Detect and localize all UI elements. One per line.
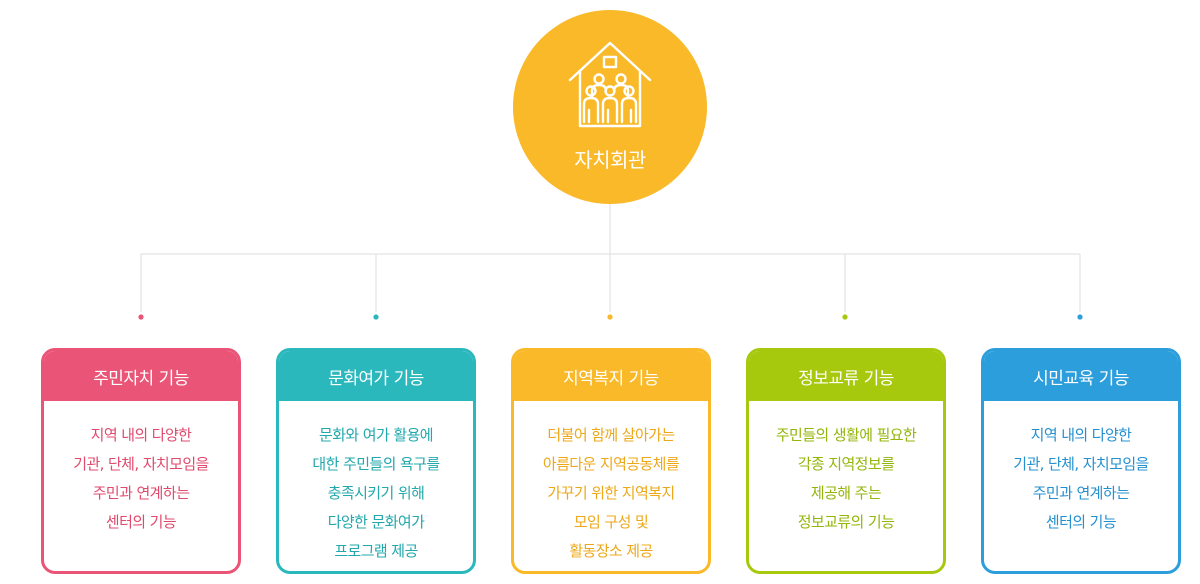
function-card-title: 정보교류 기능: [749, 351, 943, 401]
description-line: 대한 주민들의 욕구를: [312, 455, 440, 473]
description-line: 제공해 주는: [810, 484, 882, 502]
function-card-information-exchange: 정보교류 기능 주민들의 생활에 필요한 각종 지역정보를 제공해 주는 정보교…: [746, 348, 946, 574]
description-line: 충족시키기 위해: [327, 484, 425, 502]
hub-circle: 자치회관: [513, 10, 707, 204]
function-card-description: 문화와 여가 활용에 대한 주민들의 욕구를 충족시키기 위해 다양한 문화여가…: [279, 401, 473, 566]
description-line: 정보교류의 기능: [797, 513, 895, 531]
description-line: 프로그램 제공: [334, 542, 418, 560]
function-card-community-welfare: 지역복지 기능 더불어 함께 살아가는 아름다운 지역공동체를 가꾸기 위한 지…: [511, 348, 711, 574]
branch-dot: [607, 314, 613, 320]
function-card-culture-leisure: 문화여가 기능 문화와 여가 활용에 대한 주민들의 욕구를 충족시키기 위해 …: [276, 348, 476, 574]
description-line: 기관, 단체, 자치모임을: [1013, 455, 1149, 473]
description-line: 센터의 기능: [105, 513, 177, 531]
branch-dot: [373, 314, 379, 320]
function-card-description: 지역 내의 다양한 기관, 단체, 자치모임을 주민과 연계하는 센터의 기능: [984, 401, 1178, 537]
description-line: 가꾸기 위한 지역복지: [547, 484, 675, 502]
function-card-citizen-education: 시민교육 기능 지역 내의 다양한 기관, 단체, 자치모임을 주민과 연계하는…: [981, 348, 1181, 574]
function-card-description: 더불어 함께 살아가는 아름다운 지역공동체를 가꾸기 위한 지역복지 모임 구…: [514, 401, 708, 566]
house-people-icon: [568, 41, 652, 128]
function-card-title: 문화여가 기능: [279, 351, 473, 401]
description-line: 주민들의 생활에 필요한: [775, 426, 917, 444]
description-line: 센터의 기능: [1045, 513, 1117, 531]
description-line: 지역 내의 다양한: [1030, 426, 1132, 444]
function-card-description: 주민들의 생활에 필요한 각종 지역정보를 제공해 주는 정보교류의 기능: [749, 401, 943, 537]
function-card-title: 시민교육 기능: [984, 351, 1178, 401]
description-line: 지역 내의 다양한: [90, 426, 192, 444]
description-line: 다양한 문화여가: [327, 513, 425, 531]
branch-dot: [842, 314, 848, 320]
description-line: 각종 지역정보를: [797, 455, 895, 473]
description-line: 활동장소 제공: [569, 542, 653, 560]
function-card-description: 지역 내의 다양한 기관, 단체, 자치모임을 주민과 연계하는 센터의 기능: [44, 401, 238, 537]
function-card-title: 지역복지 기능: [514, 351, 708, 401]
hub-title: 자치회관: [574, 148, 646, 172]
description-line: 모임 구성 및: [573, 513, 649, 531]
description-line: 아름다운 지역공동체를: [542, 455, 680, 473]
branch-dot: [138, 314, 144, 320]
description-line: 기관, 단체, 자치모임을: [73, 455, 209, 473]
description-line: 더불어 함께 살아가는: [547, 426, 675, 444]
description-line: 문화와 여가 활용에: [319, 426, 434, 444]
branch-dot: [1077, 314, 1083, 320]
function-card-title: 주민자치 기능: [44, 351, 238, 401]
description-line: 주민과 연계하는: [92, 484, 190, 502]
function-card-resident-autonomy: 주민자치 기능 지역 내의 다양한 기관, 단체, 자치모임을 주민과 연계하는…: [41, 348, 241, 574]
description-line: 주민과 연계하는: [1032, 484, 1130, 502]
